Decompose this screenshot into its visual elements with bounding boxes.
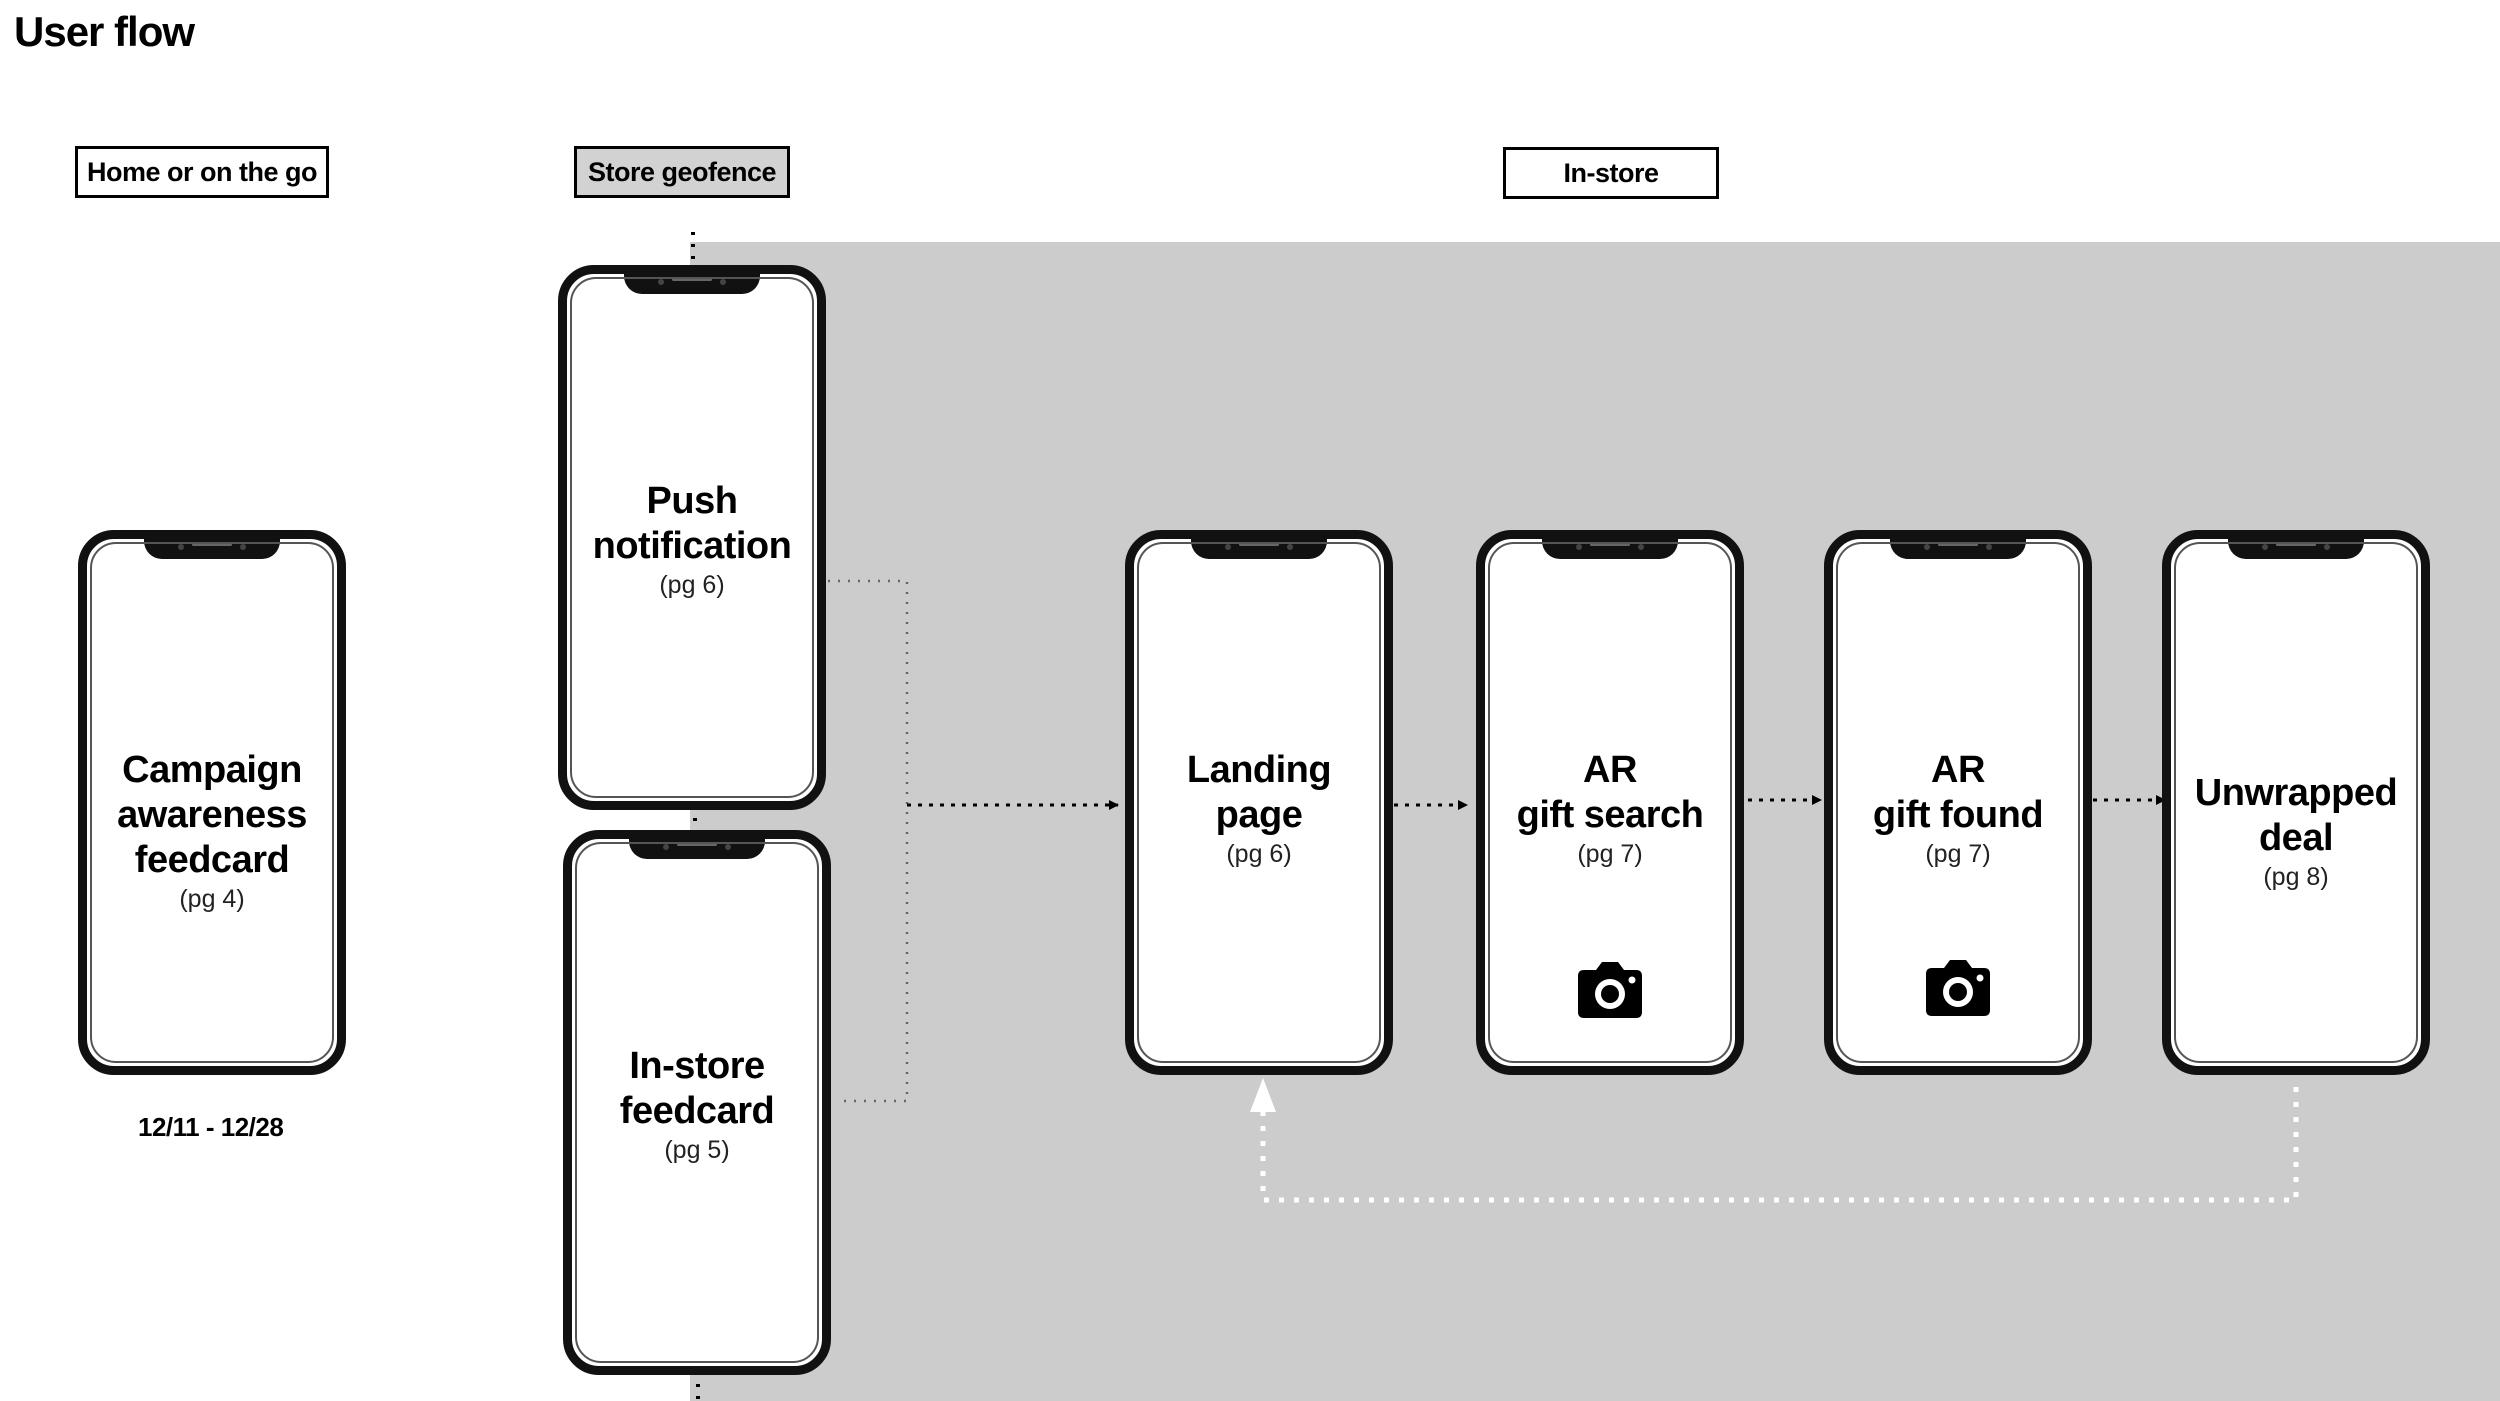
phone-notch <box>1890 537 2026 559</box>
return-loop <box>1260 1087 2299 1203</box>
phone-instore-feedcard: In-store feedcard (pg 5) <box>563 830 831 1375</box>
return-arrowhead <box>1250 1078 1276 1112</box>
phone-notch <box>624 272 760 294</box>
page-title: User flow <box>14 8 195 55</box>
phone-title: Campaign awareness feedcard <box>117 749 307 881</box>
phone-title: Landing page <box>1186 749 1332 836</box>
page-reference: (pg 7) <box>1577 840 1643 868</box>
stage-label-home-text: Home or on the go <box>87 156 318 187</box>
phone-notch <box>1191 537 1327 559</box>
page-reference: (pg 5) <box>664 1136 730 1164</box>
camera-icon <box>1926 960 1990 1016</box>
phone-landing-page: Landing page (pg 6) <box>1125 530 1393 1075</box>
phone-notch <box>1542 537 1678 559</box>
phone-ar-gift-search: AR gift search (pg 7) <box>1476 530 1744 1075</box>
stage-label-home: Home or on the go <box>75 146 329 198</box>
phone-notch <box>2228 537 2364 559</box>
phone-campaign-feedcard: Campaign awareness feedcard (pg 4) <box>78 530 346 1075</box>
stage-label-instore: In-store <box>1503 147 1719 199</box>
phone-title: Unwrapped deal <box>2194 772 2398 859</box>
phone-ar-gift-found: AR gift found (pg 7) <box>1824 530 2092 1075</box>
page-reference: (pg 8) <box>2263 863 2329 891</box>
stage-label-instore-text: In-store <box>1563 157 1659 188</box>
page-reference: (pg 4) <box>179 885 245 913</box>
merge-bracket <box>828 579 909 1103</box>
page-reference: (pg 7) <box>1925 840 1991 868</box>
phone-title: AR gift found <box>1872 749 2044 836</box>
phone-title: AR gift search <box>1516 749 1704 836</box>
phone-title: In-store feedcard <box>619 1045 775 1132</box>
page-reference: (pg 6) <box>659 571 725 599</box>
camera-icon <box>1578 962 1642 1018</box>
phone-unwrapped-deal: Unwrapped deal (pg 8) <box>2162 530 2430 1075</box>
phone-notch <box>144 537 280 559</box>
phone-push-notification: Push notification (pg 6) <box>558 265 826 810</box>
stage-label-geofence-text: Store geofence <box>587 156 777 187</box>
stage-label-geofence: Store geofence <box>574 146 790 198</box>
date-range: 12/11 - 12/28 <box>138 1112 284 1142</box>
page-reference: (pg 6) <box>1226 840 1292 868</box>
phone-title: Push notification <box>592 480 792 567</box>
phone-notch <box>629 837 765 859</box>
